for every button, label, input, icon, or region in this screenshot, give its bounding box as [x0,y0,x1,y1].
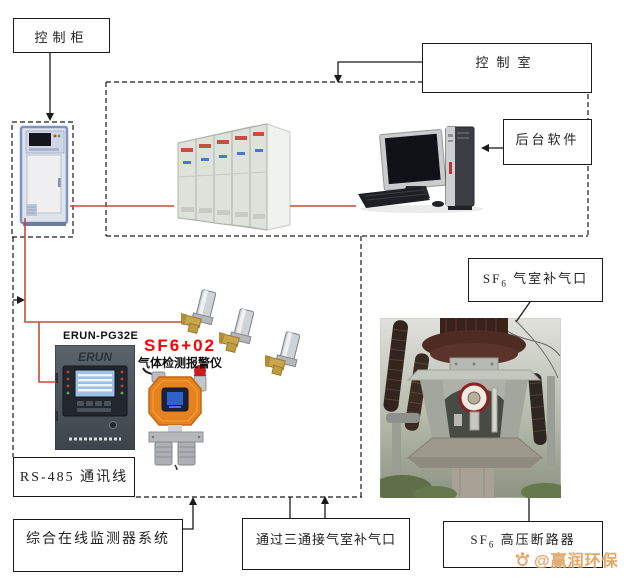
label-control-room: 控制室 [475,55,539,70]
label-detector-title: SF6+02 [144,336,217,355]
label-controller-model: ERUN-PG32E [63,330,139,342]
label-backend-software: 后台软件 [515,132,580,147]
sf6-breaker-photo [372,317,569,503]
gas-valve-sensor-1 [177,288,223,341]
label-box-control-room: 控制室 [422,43,592,93]
label-box-sf6-gas-port: SF6 气室补气口 [468,258,603,302]
gas-valve-sensor-3 [261,330,307,383]
label-tee-connection: 通过三通接气室补气口 [255,532,396,547]
gas-alarm-controller-image: ERUN [54,344,136,455]
watermark-logo-icon [515,551,530,566]
gas-detector-image [142,364,212,475]
label-box-control-cabinet: 控制柜 [13,18,110,53]
label-control-cabinet: 控制柜 [34,30,89,45]
switchgear-panels-image [170,117,294,240]
gas-valve-sensor-2 [215,307,261,360]
control-cabinet-image [19,124,71,233]
label-rs485: RS-485 通讯线 [19,470,129,485]
label-sf6-breaker: SF6 高压断路器 [470,532,576,550]
label-detector-subtitle: 气体检测报警仪 [138,356,223,370]
watermark: @赢润环保 [514,547,619,571]
label-monitoring-system: 综合在线监测器系统 [26,532,170,547]
label-box-tee-connection: 通过三通接气室补气口 [242,518,410,570]
label-sf6-gas-port: SF6 气室补气口 [482,271,589,289]
computer-image [350,124,494,219]
label-box-monitoring-system: 综合在线监测器系统 [13,519,183,572]
label-box-rs485: RS-485 通讯线 [13,457,135,497]
label-box-sf6-breaker: SF6 高压断路器 [443,521,603,568]
watermark-text: @赢润环保 [534,553,619,570]
label-box-backend-software: 后台软件 [503,119,592,165]
controller-logo-text: ERUN [78,350,112,364]
